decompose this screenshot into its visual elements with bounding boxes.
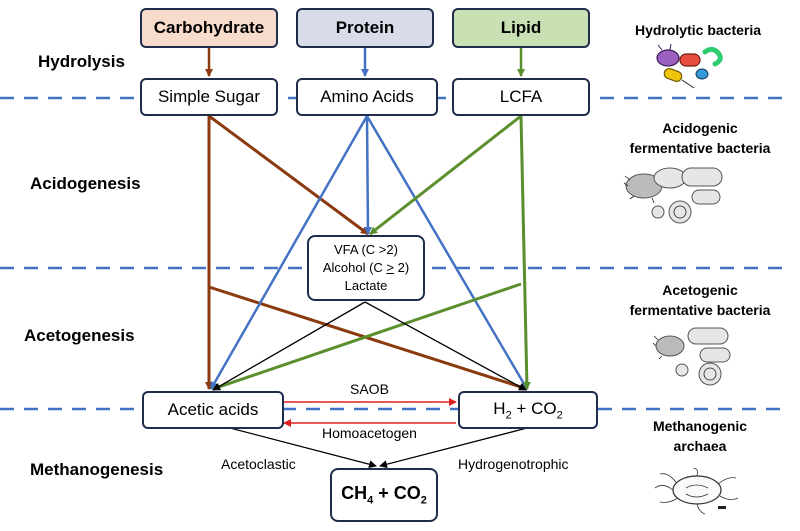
acidogenic-text-1: Acidogenic	[662, 120, 738, 136]
alcohol-operator: >	[386, 260, 394, 275]
arrow-amino-to-vfa	[363, 115, 372, 235]
acetogenic-bacteria-icon	[652, 327, 731, 386]
hydrolytic-text: Hydrolytic bacteria	[634, 22, 762, 38]
ch4-text: CH	[341, 483, 368, 504]
co2-subscript: 2	[556, 409, 563, 422]
alcohol-suffix: 2)	[394, 260, 410, 275]
lipid-box: Lipid	[452, 8, 590, 48]
vfa-box: VFA (C >2) Alcohol (C > 2) Lactate	[307, 235, 425, 301]
protein-label: Protein	[335, 18, 395, 37]
stage-methanogenesis: Methanogenesis	[30, 460, 164, 479]
arrow-sugar-to-h2	[208, 285, 528, 391]
simple-sugar-label: Simple Sugar	[157, 87, 261, 106]
arrow-lcfa-to-vfa	[369, 114, 522, 236]
alcohol-prefix: Alcohol (C	[322, 260, 387, 275]
ch4-co2-text: + CO	[373, 483, 421, 504]
arrow-lcfa-to-acetic	[212, 282, 522, 391]
acidogenic-bacteria-icon	[623, 167, 723, 224]
homoacetogen-label: Homoacetogen	[322, 425, 417, 441]
alcohol-label: Alcohol (C > 2)	[323, 259, 409, 277]
lactate-label: Lactate	[344, 278, 388, 293]
simple-sugar-box: Simple Sugar	[140, 78, 278, 116]
h2-co2-box: H2 + CO2	[458, 391, 598, 429]
arrow-h2-to-ch4	[379, 427, 528, 469]
acetogenic-text-1: Acetogenic	[662, 282, 738, 298]
lcfa-label: LCFA	[499, 87, 543, 106]
carbohydrate-box: Carbohydrate	[140, 8, 278, 48]
acidogenic-bacteria-label: Acidogenic fermentative bacteria	[610, 118, 790, 158]
acidogenic-text-2: fermentative bacteria	[629, 140, 771, 156]
hydrolytic-bacteria-icon	[656, 44, 723, 89]
h2-co2-label: H2 + CO2	[493, 399, 562, 421]
acetogenic-text-2: fermentative bacteria	[629, 302, 771, 318]
co2-text: + CO	[511, 398, 557, 418]
methanogenic-archaea-label: Methanogenic archaea	[620, 416, 780, 456]
ch4-co2-box: CH4 + CO2	[330, 468, 438, 522]
acetic-acids-label: Acetic acids	[167, 400, 259, 419]
lipid-label: Lipid	[500, 18, 542, 37]
saob-label: SAOB	[350, 381, 389, 397]
arrow-vfa-to-h2	[364, 301, 527, 391]
h2-subscript: 2	[505, 409, 512, 422]
protein-box: Protein	[296, 8, 434, 48]
lcfa-box: LCFA	[452, 78, 590, 116]
ch4-co2-label: CH4 + CO2	[341, 483, 427, 507]
ch4-subscript: 4	[367, 494, 374, 507]
stage-acidogenesis: Acidogenesis	[30, 174, 141, 193]
methanogenic-archaea-icon	[654, 468, 739, 515]
methanogenic-text-1: Methanogenic	[652, 418, 748, 434]
arrow-sugar-to-vfa	[208, 114, 369, 236]
amino-acids-label: Amino Acids	[320, 87, 414, 106]
methanogenic-text-2: archaea	[673, 438, 727, 454]
arrow-amino-to-h2	[365, 115, 529, 390]
hydrolytic-bacteria-label: Hydrolytic bacteria	[618, 20, 778, 40]
amino-acids-box: Amino Acids	[296, 78, 438, 116]
arrow-acetic-to-ch4	[229, 427, 377, 469]
arrow-vfa-to-acetic	[212, 301, 366, 391]
arrow-amino-to-acetic	[209, 115, 369, 390]
ch4-co2-subscript: 2	[420, 494, 427, 507]
hydrogenotrophic-label: Hydrogenotrophic	[458, 456, 569, 472]
stage-acetogenesis: Acetogenesis	[24, 326, 135, 345]
h2-text: H	[493, 398, 506, 418]
acetogenic-bacteria-label: Acetogenic fermentative bacteria	[610, 280, 790, 320]
acetoclastic-label: Acetoclastic	[221, 456, 296, 472]
acetic-acids-box: Acetic acids	[142, 391, 284, 429]
stage-hydrolysis: Hydrolysis	[38, 52, 125, 71]
carbohydrate-label: Carbohydrate	[153, 18, 265, 37]
vfa-label: VFA (C >2)	[334, 242, 398, 257]
arrow-lcfa-to-h2	[519, 115, 531, 390]
